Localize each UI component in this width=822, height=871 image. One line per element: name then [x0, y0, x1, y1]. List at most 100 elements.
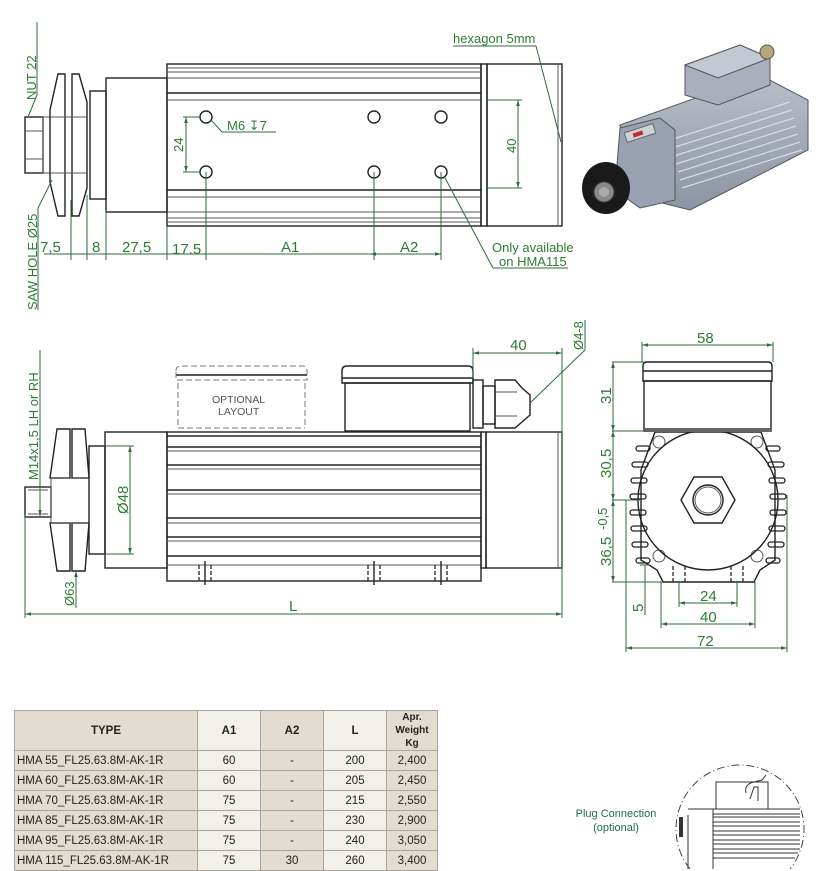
dim-27-5: 27,5: [122, 239, 151, 256]
cell-l: 200: [323, 750, 387, 771]
plug-connection-detail: [675, 764, 805, 869]
dim-lower-tolerance: -0,5: [595, 508, 610, 530]
dim-pulley-dia: Ø63: [62, 581, 77, 606]
terminal-box-front: [642, 361, 773, 382]
cell-a2: 30: [260, 850, 324, 871]
motor-body-top: [166, 63, 482, 227]
dim-17-5: 17.5: [172, 241, 201, 258]
optional-box-outline: [175, 365, 308, 429]
header-weight-line-2: Kg: [405, 738, 419, 749]
cooling-fins: [629, 445, 787, 564]
dim-a1: A1: [281, 239, 299, 256]
dimension-lines-side: [24, 320, 586, 618]
thread-stud: [24, 486, 52, 518]
dim-8: 8: [92, 239, 100, 256]
cable-gland-label: Ø4-8: [571, 321, 586, 350]
optional-layout-label-2: LAYOUT: [218, 406, 260, 418]
dim-hole-spacing-front: 24: [700, 588, 717, 605]
header-weight-line-1: Apr. Weight: [395, 712, 429, 736]
thread-label: M14x1,5 LH or RH: [26, 372, 41, 480]
cell-type: HMA 55_FL25.63.8M-AK-1R: [14, 750, 198, 771]
dim-lower-height: 36,5: [598, 537, 615, 566]
dim-7-5: 7,5: [40, 239, 61, 256]
hexagon-label: hexagon 5mm: [453, 31, 535, 46]
plug-connection-label-line-2: (optional): [593, 822, 639, 834]
cell-a1: 75: [197, 810, 261, 831]
saw-hole-label: SAW HOLE Ø25: [25, 214, 40, 310]
cell-weight: 2,550: [386, 790, 438, 811]
cell-type: HMA 85_FL25.63.8M-AK-1R: [14, 810, 198, 831]
cell-a2: -: [260, 810, 324, 831]
cell-type: HMA 70_FL25.63.8M-AK-1R: [14, 790, 198, 811]
plug-connection-label: Plug Connection (optional): [570, 807, 662, 835]
dim-base-width: 40: [700, 609, 717, 626]
rear-cap-side: [485, 431, 563, 569]
dim-box-height: 31: [598, 387, 615, 404]
cell-weight: 3,400: [386, 850, 438, 871]
cell-l: 260: [323, 850, 387, 871]
side-view: OPTIONAL LAYOUT: [24, 320, 586, 618]
header-type: TYPE: [14, 710, 198, 751]
top-view: 7,5 8 27,5 17.5 A1 A2 24 40 M6 ↧7 NUT 22…: [24, 22, 574, 310]
only-available-label-2: on HMA115: [499, 254, 567, 269]
header-weight: Apr. Weight Kg: [386, 710, 438, 751]
dimension-lines-front: [611, 342, 788, 652]
cell-a1: 60: [197, 750, 261, 771]
cell-a1: 75: [197, 850, 261, 871]
cell-a2: -: [260, 830, 324, 851]
cell-type: HMA 95_FL25.63.8M-AK-1R: [14, 830, 198, 851]
m6-label: M6 ↧7: [227, 118, 267, 133]
motor-body-side: [166, 431, 482, 585]
cell-weight: 3,050: [386, 830, 438, 851]
cell-a1: 60: [197, 770, 261, 791]
cell-l: 205: [323, 770, 387, 791]
dim-box-width: 58: [697, 330, 714, 347]
dimension-lines-top: [27, 22, 568, 310]
dim-length-l: L: [289, 598, 297, 615]
nut-label: NUT 22: [24, 55, 39, 100]
dim-24-top: 24: [171, 138, 186, 152]
hex-nut: [680, 476, 736, 524]
cell-a2: -: [260, 770, 324, 791]
pulley-shape: [49, 73, 88, 217]
terminal-box: [341, 365, 531, 432]
cell-l: 240: [323, 830, 387, 851]
flange-shape: [89, 90, 107, 200]
header-l: L: [323, 710, 387, 751]
dim-overall-width: 72: [697, 633, 714, 650]
dim-40-top: 40: [504, 139, 519, 153]
cell-type: HMA 115_FL25.63.8M-AK-1R: [14, 850, 198, 871]
cell-type: HMA 60_FL25.63.8M-AK-1R: [14, 770, 198, 791]
pulley-section: [49, 428, 90, 572]
cell-weight: 2,900: [386, 810, 438, 831]
cell-a2: -: [260, 750, 324, 771]
cell-weight: 2,450: [386, 770, 438, 791]
optional-layout-label-1: OPTIONAL: [212, 394, 265, 406]
dim-flange-dia: Ø48: [115, 486, 132, 514]
dim-a2: A2: [400, 239, 418, 256]
cell-a1: 75: [197, 790, 261, 811]
flange-side: [88, 445, 106, 555]
front-view: 58 31 30,5 36,5 -0,5 5 24 40 72: [595, 330, 788, 652]
only-available-label-1: Only available: [492, 240, 574, 255]
rear-cap-edge: [480, 63, 488, 227]
nut-shape: [24, 116, 51, 174]
cell-l: 215: [323, 790, 387, 811]
front-face-circle: [637, 429, 779, 571]
cell-weight: 2,400: [386, 750, 438, 771]
dim-upper-height: 30,5: [598, 449, 615, 478]
header-a1: A1: [197, 710, 261, 751]
header-a2: A2: [260, 710, 324, 751]
front-housing-outline: [640, 431, 776, 583]
dim-gland-40: 40: [510, 337, 527, 354]
plug-connection-label-line-1: Plug Connection: [575, 808, 657, 820]
cell-a1: 75: [197, 830, 261, 851]
